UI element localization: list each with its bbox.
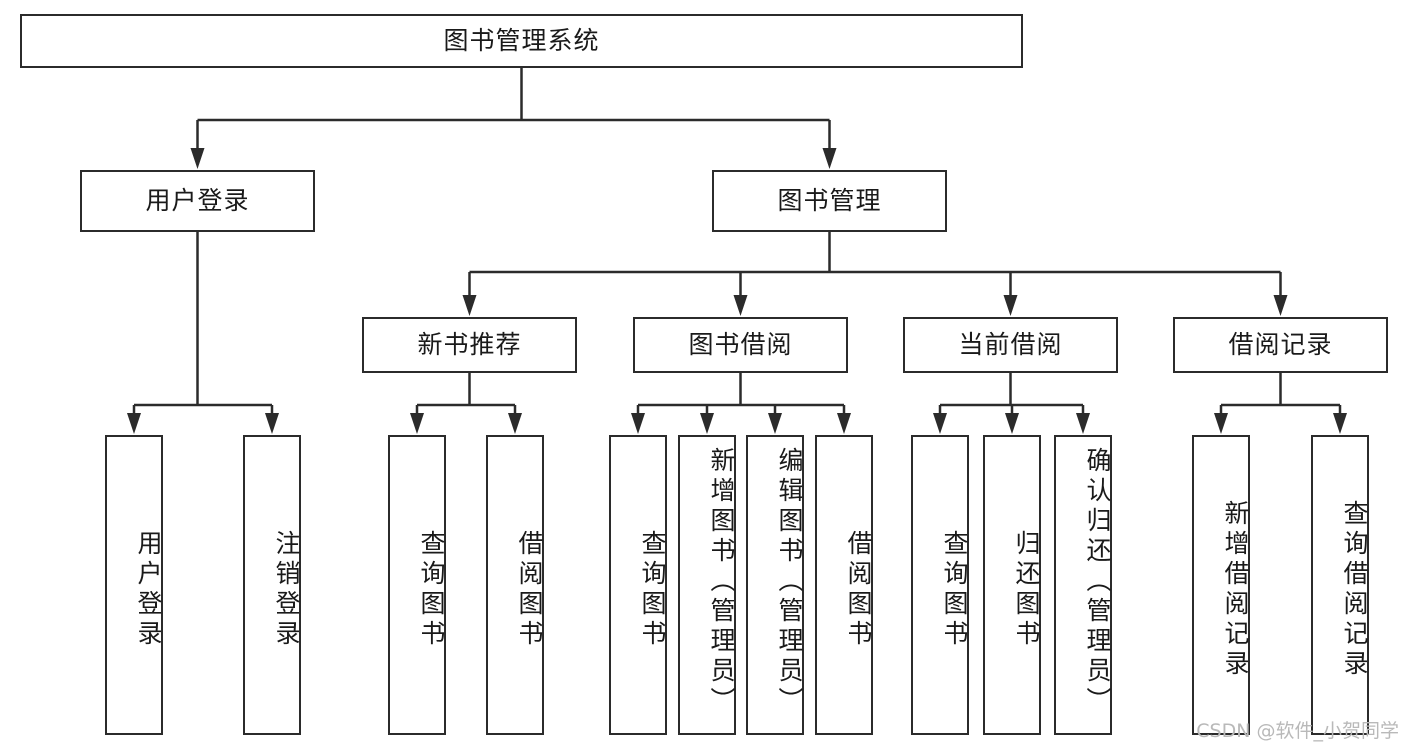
node-records[interactable]: 借阅记录 xyxy=(1173,317,1388,373)
node-label: 确认归还（管理员） xyxy=(1083,447,1112,717)
node-label: 当前借阅 xyxy=(958,330,1063,360)
node-label: 新书推荐 xyxy=(417,330,522,360)
node-label: 编辑图书（管理员） xyxy=(775,447,804,717)
node-label: 查询图书 xyxy=(940,530,969,650)
node-leaf-new-1[interactable]: 查询图书 xyxy=(388,435,446,735)
node-label: 用户登录 xyxy=(145,186,250,216)
node-leaf-cur-3[interactable]: 确认归还（管理员） xyxy=(1054,435,1112,735)
watermark-text: CSDN @软件_小贺同学 xyxy=(1196,720,1399,742)
node-label: 归还图书 xyxy=(1012,530,1041,650)
node-label: 借阅图书 xyxy=(844,530,873,650)
node-leaf-new-2[interactable]: 借阅图书 xyxy=(486,435,544,735)
node-leaf-bor-3[interactable]: 编辑图书（管理员） xyxy=(746,435,804,735)
node-label: 借阅图书 xyxy=(515,530,544,650)
node-borrow[interactable]: 图书借阅 xyxy=(633,317,848,373)
node-leaf-login-2[interactable]: 注销登录 xyxy=(243,435,301,735)
node-leaf-login-1[interactable]: 用户登录 xyxy=(105,435,163,735)
node-leaf-bor-1[interactable]: 查询图书 xyxy=(609,435,667,735)
node-label: 用户登录 xyxy=(134,530,163,650)
node-leaf-cur-2[interactable]: 归还图书 xyxy=(983,435,1041,735)
node-label: 图书管理 xyxy=(777,186,882,216)
node-leaf-rec-1[interactable]: 新增借阅记录 xyxy=(1192,435,1250,735)
node-newbook[interactable]: 新书推荐 xyxy=(362,317,577,373)
node-bookmgmt[interactable]: 图书管理 xyxy=(712,170,947,232)
node-label: 查询图书 xyxy=(417,530,446,650)
node-label: 注销登录 xyxy=(272,530,301,650)
node-label: 新增图书（管理员） xyxy=(707,447,736,717)
node-label: 新增借阅记录 xyxy=(1221,500,1250,680)
node-login[interactable]: 用户登录 xyxy=(80,170,315,232)
node-label: 查询借阅记录 xyxy=(1340,500,1369,680)
node-root[interactable]: 图书管理系统 xyxy=(20,14,1023,68)
node-leaf-rec-2[interactable]: 查询借阅记录 xyxy=(1311,435,1369,735)
node-leaf-bor-4[interactable]: 借阅图书 xyxy=(815,435,873,735)
node-label: 查询图书 xyxy=(638,530,667,650)
node-current[interactable]: 当前借阅 xyxy=(903,317,1118,373)
node-leaf-bor-2[interactable]: 新增图书（管理员） xyxy=(678,435,736,735)
node-leaf-cur-1[interactable]: 查询图书 xyxy=(911,435,969,735)
node-label: 图书管理系统 xyxy=(443,26,600,56)
node-label: 借阅记录 xyxy=(1228,330,1333,360)
node-label: 图书借阅 xyxy=(688,330,793,360)
